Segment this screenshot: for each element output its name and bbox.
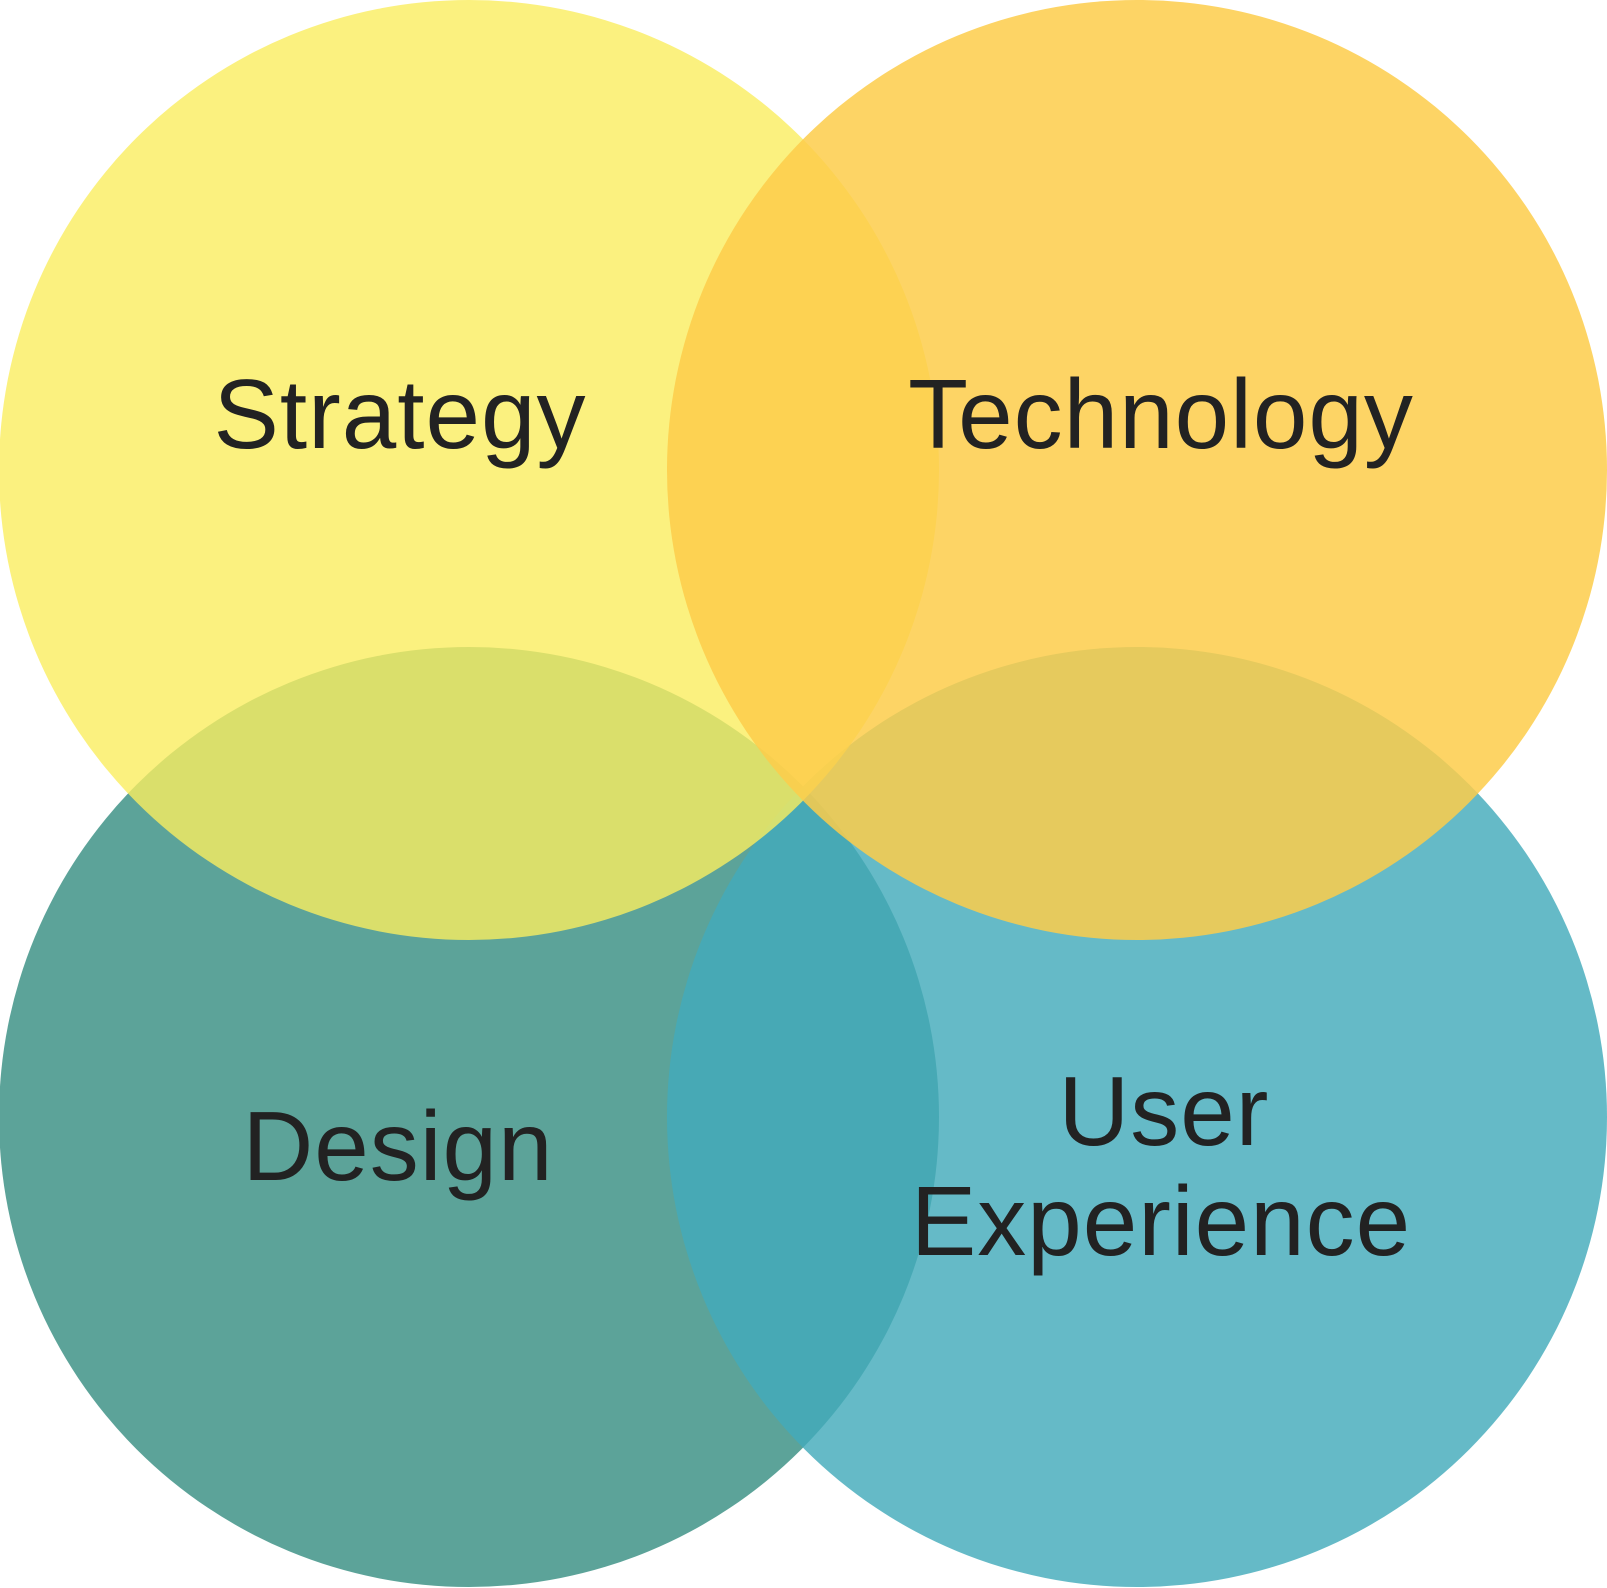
design-circle [0,647,939,1587]
technology-label: Technology [908,359,1414,469]
strategy-label: Strategy [214,359,587,469]
user-experience-circle [667,647,1607,1587]
user-experience-label-line-2: Experience [911,1166,1411,1276]
technology-circle [667,0,1607,940]
design-label: Design [242,1091,553,1201]
user-experience-label-line-1: User [1059,1056,1270,1166]
strategy-circle [0,0,939,940]
